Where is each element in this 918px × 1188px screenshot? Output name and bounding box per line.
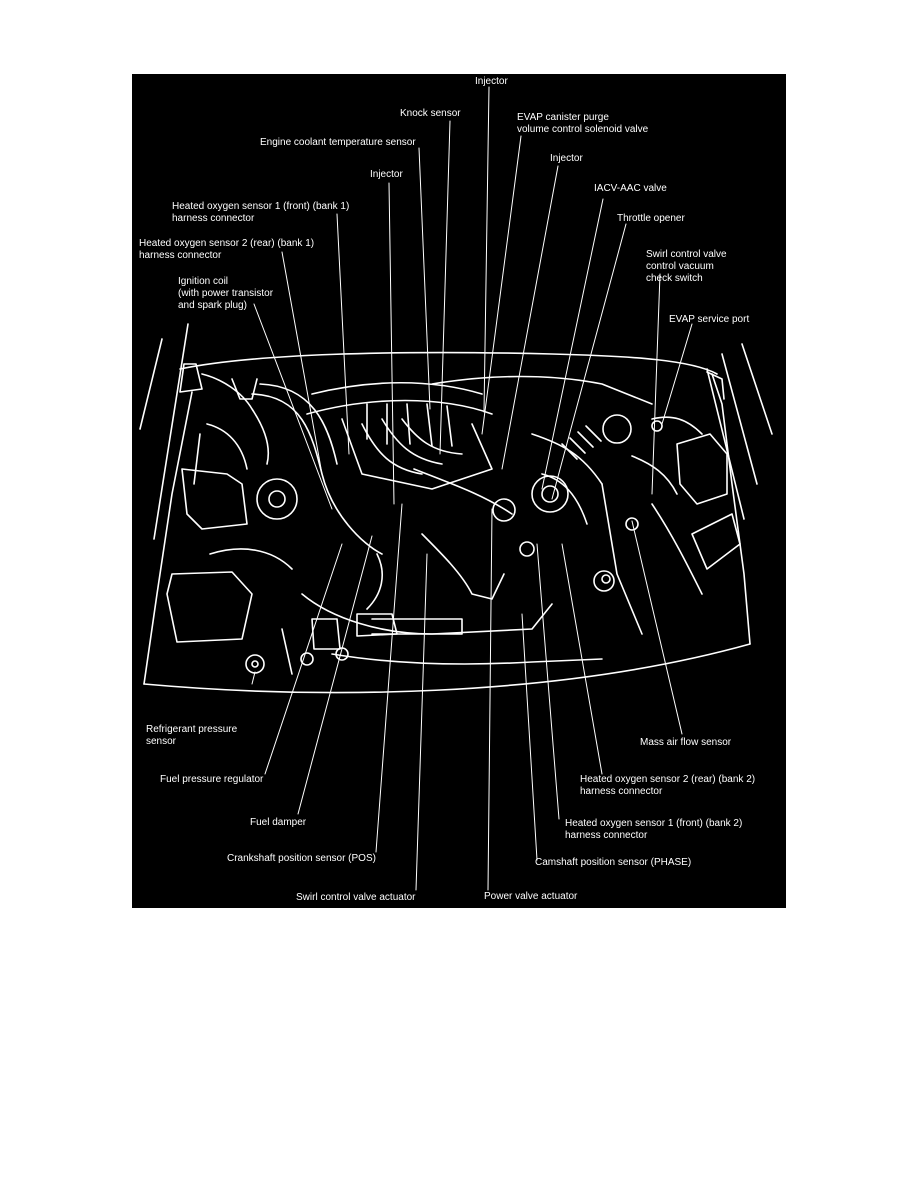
label-evap-service-port: EVAP service port [669, 314, 750, 325]
label-refrigerant-sensor: Refrigerant pressure sensor [146, 724, 237, 748]
label-injector-right: Injector [550, 153, 583, 164]
label-ho2s1-bank1-line2: harness connector [172, 213, 255, 224]
label-throttle-opener: Throttle opener [617, 213, 685, 224]
label-ignition-line1: Ignition coil [178, 276, 229, 287]
engine-line-art [139, 86, 773, 891]
label-refrigerant-line2: sensor [146, 736, 177, 747]
label-ho2s1-bank1: Heated oxygen sensor 1 (front) (bank 1) … [172, 201, 349, 225]
label-ho2s1-bank2: Heated oxygen sensor 1 (front) (bank 2) … [565, 818, 742, 842]
air-intake-duct [531, 425, 741, 635]
label-ho2s2-bank1-line1: Heated oxygen sensor 2 (rear) (bank 1) [139, 238, 315, 249]
leader-lines [251, 86, 693, 891]
fender-lines [139, 323, 773, 540]
label-fuel-pressure-regulator: Fuel pressure regulator [160, 774, 264, 785]
label-ignition-line2: (with power transistor [178, 288, 274, 299]
label-injector-top: Injector [475, 76, 508, 87]
left-assemblies [166, 373, 298, 643]
label-ho2s2-bank2: Heated oxygen sensor 2 (rear) (bank 2) h… [580, 774, 755, 798]
label-mass-air-flow-sensor: Mass air flow sensor [640, 737, 732, 748]
label-iacv-aac-valve: IACV-AAC valve [594, 183, 667, 194]
label-ho2s1-bank1-line1: Heated oxygen sensor 1 (front) (bank 1) [172, 201, 350, 212]
label-injector-left: Injector [370, 169, 403, 180]
label-ho2s2-bank2-line1: Heated oxygen sensor 2 (rear) (bank 2) [580, 774, 756, 785]
label-evap-purge-line2: volume control solenoid valve [517, 124, 649, 135]
label-power-valve-actuator: Power valve actuator [484, 891, 578, 902]
label-swirl-switch-line1: Swirl control valve [646, 249, 727, 260]
label-crankshaft-position-sensor: Crankshaft position sensor (POS) [227, 853, 376, 864]
label-swirl-switch-line2: control vacuum [646, 261, 714, 272]
lower-components [245, 517, 639, 675]
label-ho2s1-bank2-line1: Heated oxygen sensor 1 (front) (bank 2) [565, 818, 743, 829]
label-swirl-control-actuator: Swirl control valve actuator [296, 892, 416, 903]
label-ho2s2-bank1-line2: harness connector [139, 250, 222, 261]
label-evap-purge-line1: EVAP canister purge [517, 112, 609, 123]
right-assemblies [602, 414, 728, 505]
label-ignition-coil: Ignition coil (with power transistor and… [178, 276, 273, 312]
label-ho2s2-bank1: Heated oxygen sensor 2 (rear) (bank 1) h… [139, 238, 314, 262]
label-refrigerant-line1: Refrigerant pressure [146, 724, 238, 735]
label-swirl-switch-line3: check switch [646, 273, 703, 284]
engine-component-diagram: Injector Knock sensor EVAP canister purg… [132, 74, 786, 908]
label-knock-sensor: Knock sensor [400, 108, 461, 119]
label-fuel-damper: Fuel damper [250, 817, 307, 828]
label-camshaft-position-sensor: Camshaft position sensor (PHASE) [535, 857, 692, 868]
intake-manifold [306, 381, 569, 522]
label-ho2s2-bank2-line2: harness connector [580, 786, 663, 797]
label-ho2s1-bank2-line2: harness connector [565, 830, 648, 841]
label-evap-purge-valve: EVAP canister purge volume control solen… [517, 112, 648, 136]
label-ignition-line3: and spark plug) [178, 300, 247, 311]
label-coolant-temp-sensor: Engine coolant temperature sensor [260, 137, 416, 148]
label-swirl-control-switch: Swirl control valve control vacuum check… [646, 249, 727, 285]
